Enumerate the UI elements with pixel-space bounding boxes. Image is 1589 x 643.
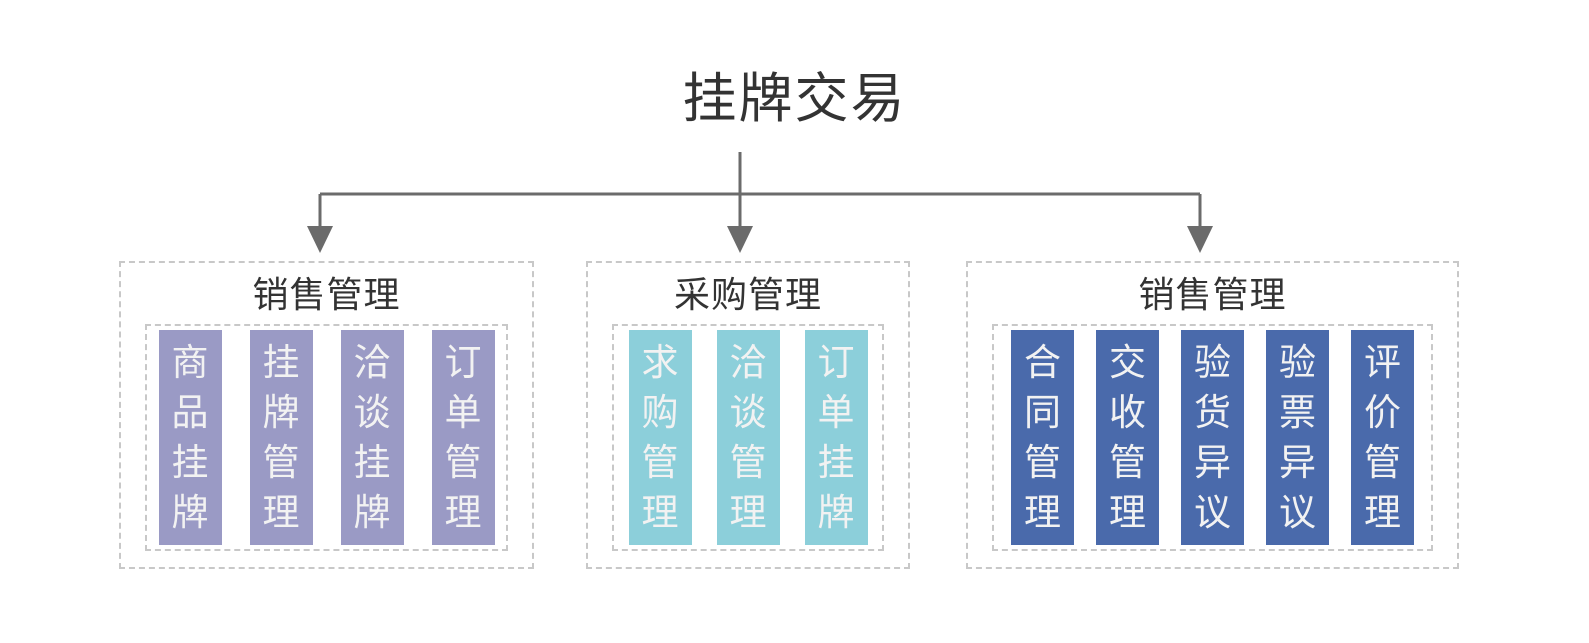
item-chip[interactable]: 求 购 管 理: [628, 330, 692, 545]
group-sales-management-right[interactable]: 销售管理 合 同 管 理 交 收 管 理 验 货 异 议 验 票 异 议 评 价…: [966, 261, 1459, 569]
item-chip[interactable]: 交 收 管 理: [1096, 330, 1159, 545]
group-purchase-management[interactable]: 采购管理 求 购 管 理 洽 谈 管 理 订 单 挂 牌: [586, 261, 910, 569]
arrow-head-icon-1: [307, 226, 333, 253]
diagram-root-title: 挂牌交易: [682, 69, 907, 129]
group-items-container: 求 购 管 理 洽 谈 管 理 订 单 挂 牌: [612, 324, 884, 551]
group-title: 采购管理: [673, 274, 822, 315]
item-chip[interactable]: 验 货 异 议: [1181, 330, 1244, 545]
item-chip[interactable]: 订 单 管 理: [431, 330, 495, 545]
group-title: 销售管理: [1138, 274, 1287, 315]
item-chip[interactable]: 评 价 管 理: [1351, 330, 1414, 545]
group-items-container: 合 同 管 理 交 收 管 理 验 货 异 议 验 票 异 议 评 价 管 理: [992, 324, 1433, 551]
arrowheads: [307, 226, 1213, 253]
group-sales-management-left[interactable]: 销售管理 商 品 挂 牌 挂 牌 管 理 洽 谈 挂 牌 订 单 管 理: [119, 261, 534, 569]
item-chip[interactable]: 洽 谈 挂 牌: [340, 330, 404, 545]
arrow-head-icon-2: [727, 226, 753, 253]
item-chip[interactable]: 合 同 管 理: [1011, 330, 1074, 545]
item-chip[interactable]: 商 品 挂 牌: [158, 330, 222, 545]
arrow-head-icon-3: [1187, 226, 1213, 253]
item-chip[interactable]: 验 票 异 议: [1266, 330, 1329, 545]
item-chip[interactable]: 订 单 挂 牌: [804, 330, 868, 545]
item-chip[interactable]: 挂 牌 管 理: [249, 330, 313, 545]
group-items-container: 商 品 挂 牌 挂 牌 管 理 洽 谈 挂 牌 订 单 管 理: [145, 324, 508, 551]
item-chip[interactable]: 洽 谈 管 理: [716, 330, 780, 545]
group-title: 销售管理: [252, 274, 401, 315]
